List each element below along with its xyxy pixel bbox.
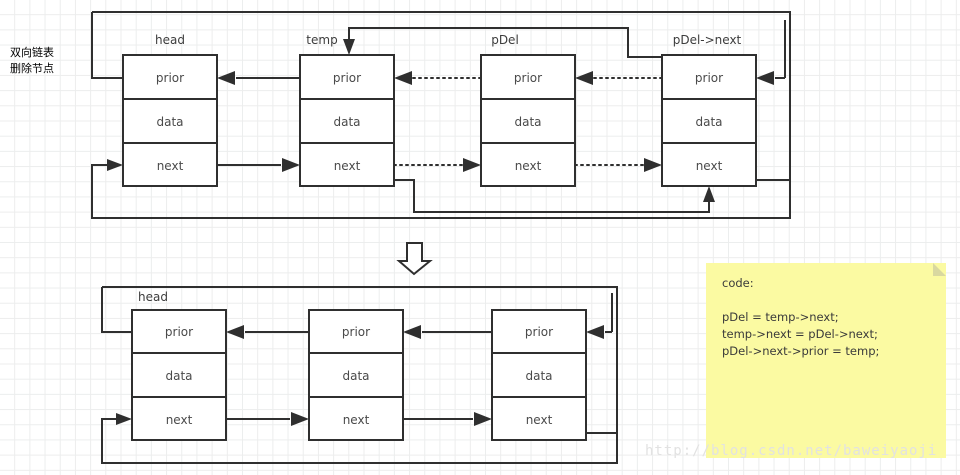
node-title-pdel: pDel bbox=[491, 33, 519, 47]
arrowhead-mid-next-to-right bbox=[474, 412, 492, 426]
wire-outer-loop bbox=[91, 11, 791, 219]
node-title-temp: temp bbox=[306, 33, 337, 47]
node-box-mid-after bbox=[308, 309, 404, 441]
cell-prior: prior bbox=[525, 325, 553, 339]
cell-next: next bbox=[515, 159, 542, 173]
title-label-line1: 双向链表 bbox=[10, 46, 54, 59]
node-box-pdel-next bbox=[661, 54, 757, 187]
node-box-pdel bbox=[480, 54, 576, 187]
cell-data: data bbox=[695, 115, 722, 129]
arrowhead-mid-prior-to-head2 bbox=[226, 325, 244, 339]
arrowhead-right-prior-return bbox=[586, 325, 604, 339]
wire-into-head2-next bbox=[101, 418, 118, 424]
node-title-head: head bbox=[155, 33, 185, 47]
cell-next: next bbox=[334, 159, 361, 173]
cell-prior: prior bbox=[342, 325, 370, 339]
arrowhead-head2-next-in bbox=[116, 413, 132, 425]
title-label-line2: 删除节点 bbox=[10, 62, 54, 75]
diagram-after: head prior data next prior data next bbox=[101, 286, 618, 464]
diagram-before: head prior data next temp prior data nex… bbox=[91, 11, 791, 219]
arrowhead-head-next-to-temp bbox=[282, 158, 300, 172]
node-pdel-next: pDel->next prior data next bbox=[661, 33, 757, 187]
node-head: head prior data next bbox=[122, 33, 218, 187]
cell-prior: prior bbox=[165, 325, 193, 339]
cell-data: data bbox=[333, 115, 360, 129]
arrowhead-temp-prior-to-head bbox=[217, 71, 235, 85]
arrowhead-new-pdelnext-prior-to-temp bbox=[343, 39, 355, 55]
node-box-right-after bbox=[491, 309, 587, 441]
title-label: 双向链表 删除节点 bbox=[10, 44, 54, 76]
node-mid-after: prior data next bbox=[308, 309, 404, 441]
wire-head-prior-out bbox=[91, 12, 123, 79]
node-title-head-after: head bbox=[138, 290, 168, 304]
node-right-after: prior data next bbox=[491, 309, 587, 441]
arrowhead-new-temp-next-to-pdelnext bbox=[703, 186, 715, 202]
node-title-pdel-next: pDel->next bbox=[673, 33, 742, 47]
cell-data: data bbox=[156, 115, 183, 129]
code-note: code: pDel = temp->next; temp->next = pD… bbox=[706, 263, 946, 458]
wire-outer-loop-after bbox=[101, 286, 618, 464]
cell-data: data bbox=[165, 369, 192, 383]
code-note-text: code: pDel = temp->next; temp->next = pD… bbox=[722, 276, 880, 358]
wire-new-temp-next-to-pdelnext bbox=[394, 179, 710, 213]
cell-prior: prior bbox=[333, 71, 361, 85]
node-pdel: pDel prior data next bbox=[480, 33, 576, 187]
arrowhead-right-prior-to-mid bbox=[403, 325, 421, 339]
transition-down-arrow bbox=[396, 242, 433, 276]
wire-into-head-next bbox=[91, 164, 109, 170]
arrowhead-pdel-next-to-pdelnext bbox=[644, 158, 662, 172]
down-arrow-icon bbox=[396, 242, 433, 276]
wire-head2-prior-out bbox=[101, 287, 132, 333]
cell-next: next bbox=[526, 413, 553, 427]
arrowhead-right-return-into-pdelnext bbox=[756, 71, 774, 85]
note-fold-corner bbox=[933, 263, 946, 276]
cell-prior: prior bbox=[514, 71, 542, 85]
cell-next: next bbox=[157, 159, 184, 173]
node-box-head-after bbox=[131, 309, 227, 441]
cell-next: next bbox=[166, 413, 193, 427]
cell-data: data bbox=[342, 369, 369, 383]
node-temp: temp prior data next bbox=[299, 33, 395, 187]
cell-prior: prior bbox=[156, 71, 184, 85]
node-box-temp bbox=[299, 54, 395, 187]
cell-next: next bbox=[343, 413, 370, 427]
cell-data: data bbox=[514, 115, 541, 129]
arrowhead-pdelnext-prior-to-pdel bbox=[575, 71, 593, 85]
wire-new-pdelnext-prior-to-temp bbox=[348, 27, 662, 58]
node-head-after: head prior data next bbox=[131, 290, 227, 441]
cell-data: data bbox=[525, 369, 552, 383]
cell-prior: prior bbox=[695, 71, 723, 85]
arrowhead-temp-next-to-pdel bbox=[463, 158, 481, 172]
arrowhead-head-next-in bbox=[107, 159, 123, 171]
arrowhead-head2-next-to-mid bbox=[291, 412, 309, 426]
arrowhead-pdel-prior-to-temp bbox=[394, 71, 412, 85]
node-box-head bbox=[122, 54, 218, 187]
cell-next: next bbox=[696, 159, 723, 173]
